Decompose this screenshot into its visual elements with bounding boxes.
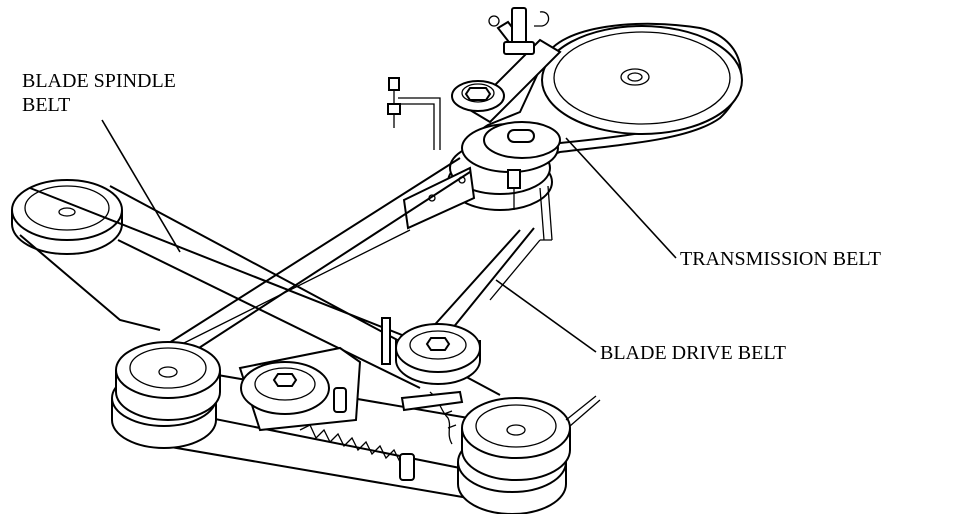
left-spindle-assembly bbox=[11, 179, 123, 255]
transmission-pulley bbox=[541, 25, 743, 135]
left-spindle-pulley bbox=[11, 179, 123, 241]
label-blade-spindle-line1: BLADE SPINDLE bbox=[22, 70, 176, 92]
deck-assembly bbox=[111, 317, 601, 514]
transmission-assembly bbox=[387, 7, 743, 241]
clutch-bracket bbox=[402, 166, 476, 230]
center-idler-pulley bbox=[240, 361, 330, 415]
right-deck-pulley bbox=[461, 397, 571, 459]
blade-drive-belt bbox=[149, 157, 471, 371]
left-deck-pulley bbox=[115, 341, 221, 399]
leader-blade-drive bbox=[495, 279, 597, 353]
label-blade-drive-belt: BLADE DRIVE BELT bbox=[600, 342, 786, 364]
bolt-head bbox=[388, 77, 400, 91]
adjuster-bolt bbox=[511, 7, 527, 45]
idler-post bbox=[381, 317, 391, 365]
label-blade-spindle-belt: BLADE SPINDLE BELT bbox=[22, 69, 176, 117]
leader-blade-spindle bbox=[101, 119, 181, 253]
label-blade-spindle-line2: BELT bbox=[22, 94, 71, 116]
engine-bolt bbox=[507, 169, 521, 189]
tension-spring bbox=[299, 424, 409, 463]
label-transmission-belt: TRANSMISSION BELT bbox=[680, 248, 881, 270]
leader-transmission bbox=[565, 137, 677, 259]
